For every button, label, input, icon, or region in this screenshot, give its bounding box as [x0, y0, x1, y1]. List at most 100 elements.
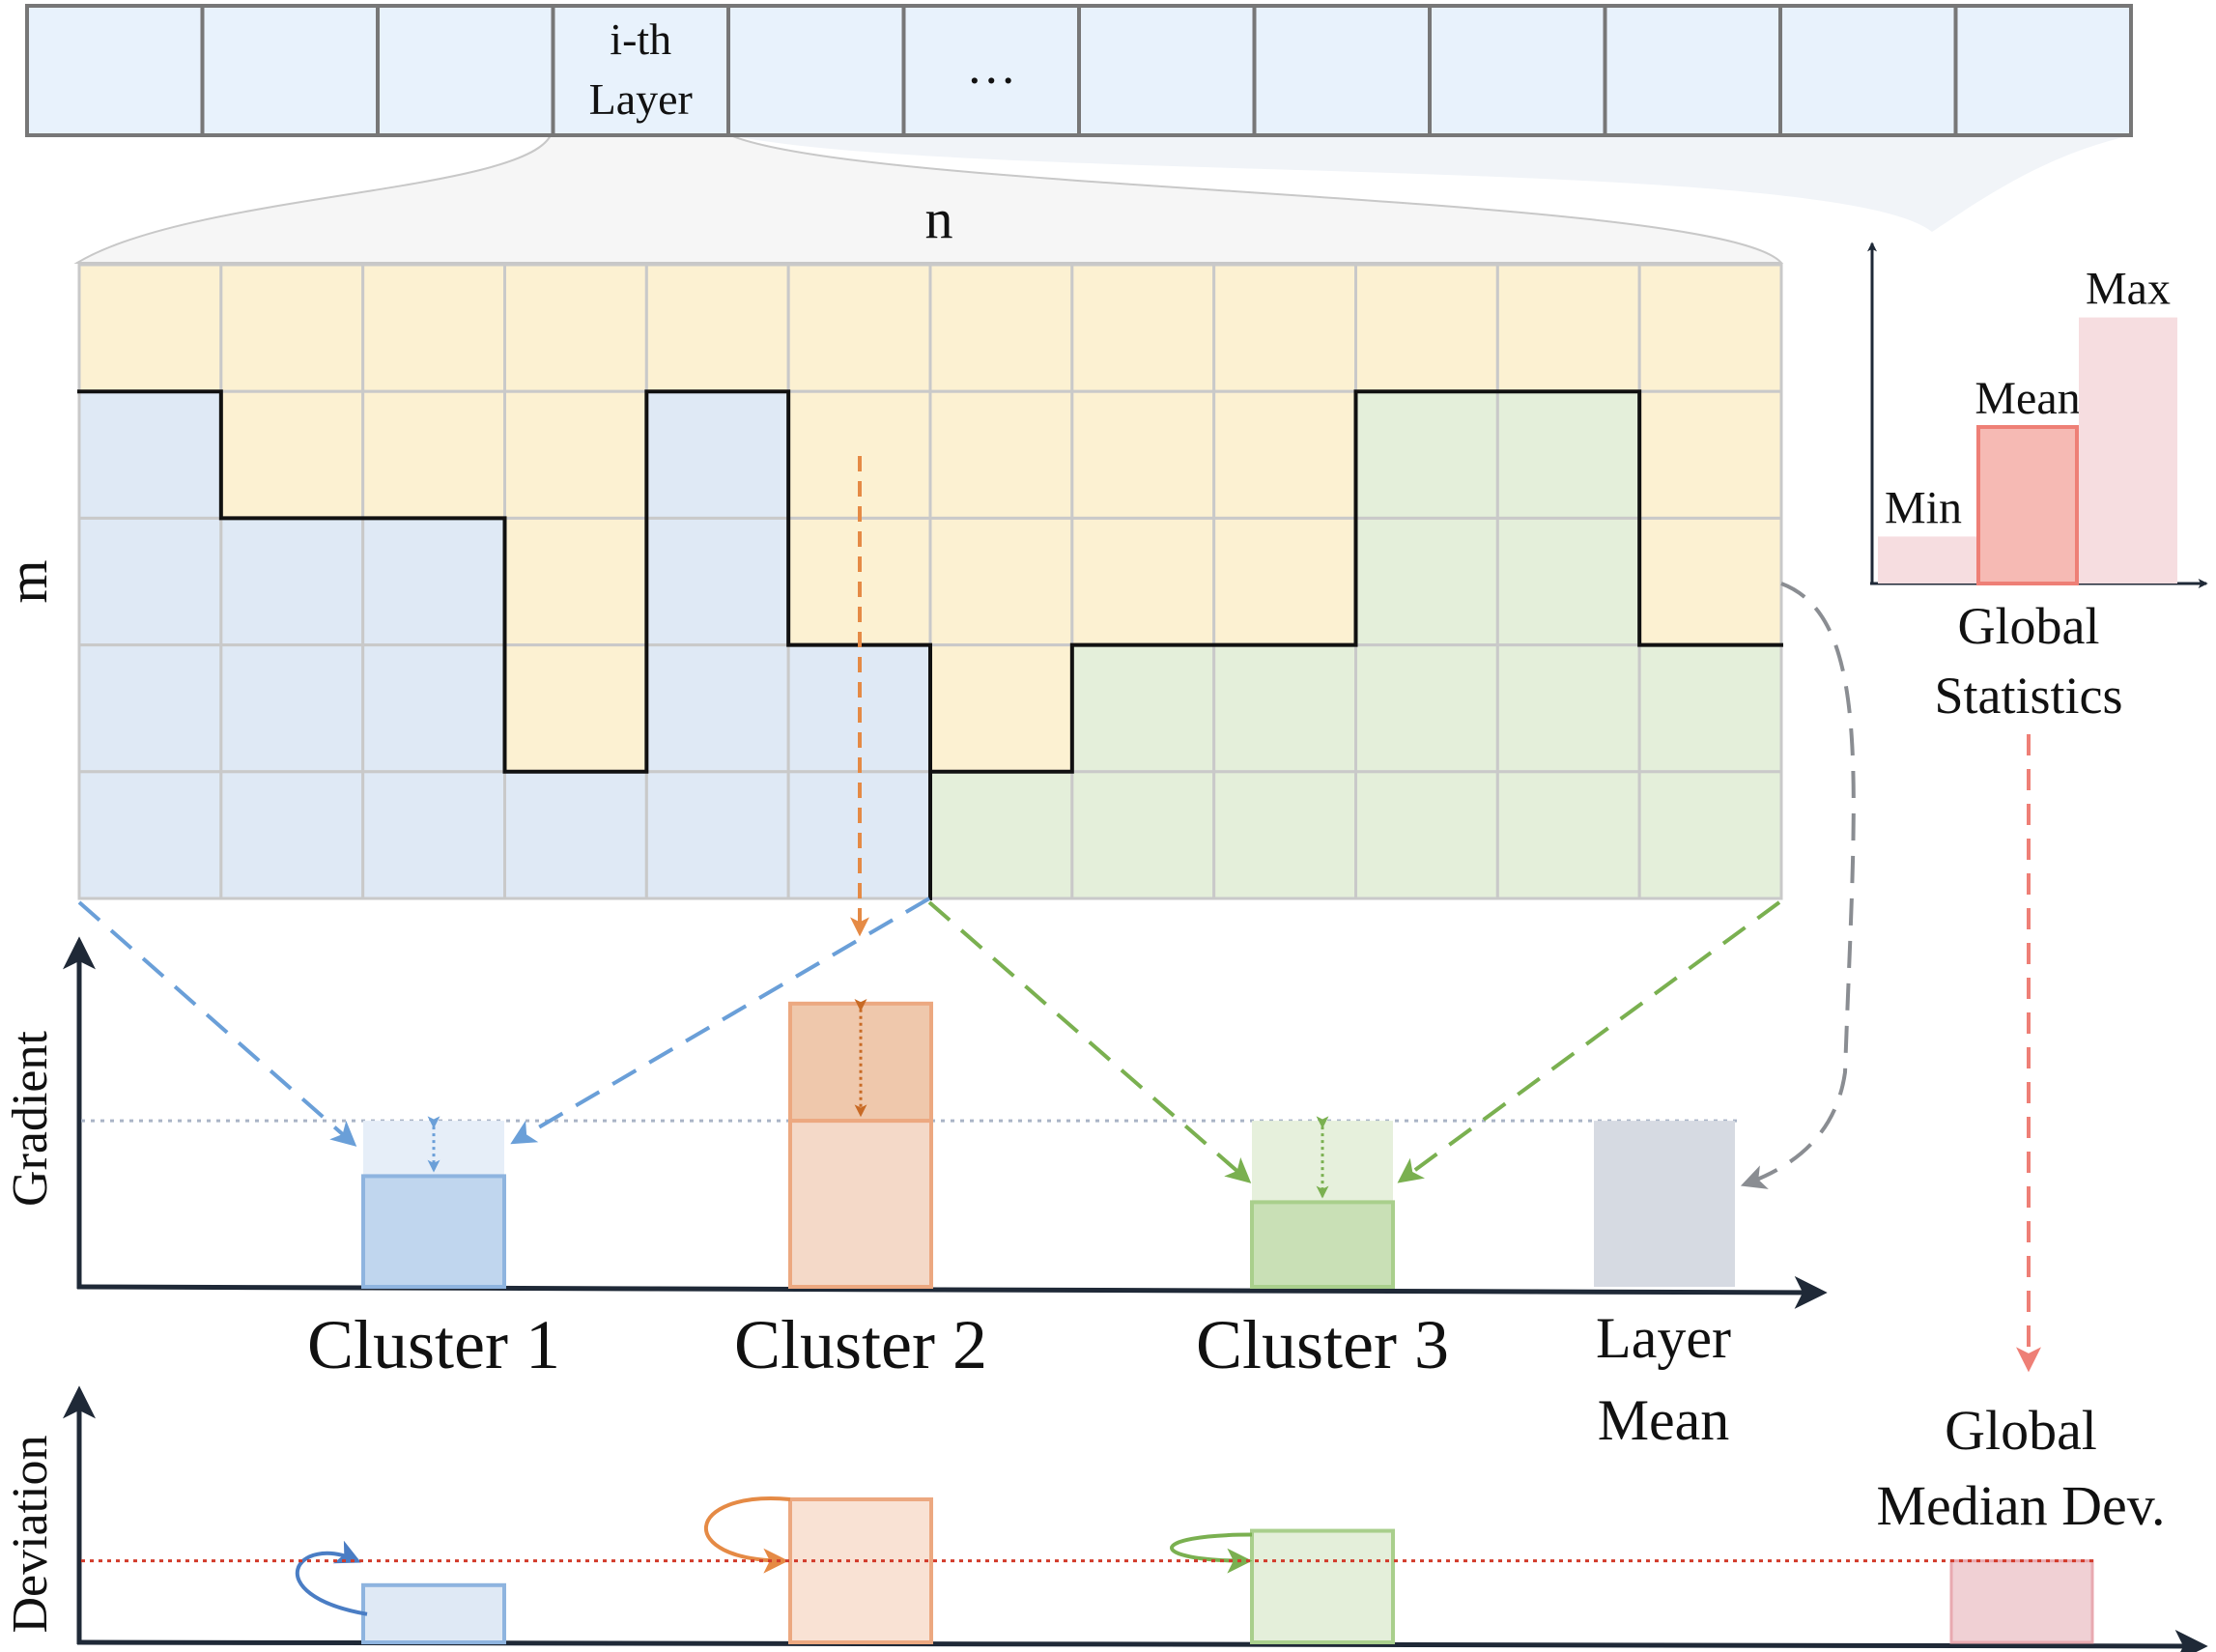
matrix-cell [644, 770, 790, 900]
global-statistics-title-line2: Statistics [1934, 667, 2122, 725]
matrix-cell [1495, 643, 1641, 774]
matrix-cell [1212, 516, 1357, 647]
global-median-dev-label-line1: Global [1945, 1399, 2097, 1462]
matrix-cell [1637, 516, 1783, 647]
matrix-cell [1212, 389, 1357, 520]
matrix-cell [786, 389, 932, 520]
global-median-dev-bar [1949, 1559, 2094, 1644]
global-statistics-chart: Min Mean Max [1867, 242, 2208, 588]
layer-mean-label-line1: Layer [1596, 1306, 1731, 1370]
matrix-cell [928, 643, 1074, 774]
matrix-cell [219, 643, 365, 774]
matrix-cell [786, 263, 932, 393]
matrix-cell [361, 516, 506, 647]
global-stat-bar-max [2079, 317, 2177, 584]
matrix-cell [1495, 770, 1641, 900]
matrix-cell [1495, 263, 1641, 393]
matrix-cell [1070, 389, 1216, 520]
matrix-cell [77, 770, 223, 900]
matrix-cell [928, 389, 1074, 520]
matrix-cell [1354, 770, 1499, 900]
cluster-boundary [77, 389, 1783, 900]
matrix-cell [361, 389, 506, 520]
fold-arrow [704, 1496, 791, 1574]
deviation-chart [63, 1385, 2208, 1652]
matrix-cell [1354, 643, 1499, 774]
gray-flow-arrow [1740, 582, 1856, 1189]
gradient-matrix [77, 263, 1783, 900]
matrix-cell [644, 389, 790, 520]
global-stat-label-min: Min [1885, 482, 1962, 533]
matrix-cell [503, 389, 648, 520]
matrix-cell [1070, 263, 1216, 393]
matrix-cell [77, 389, 223, 520]
matrix-cell [1495, 516, 1641, 647]
blue-flow-arrow-right [510, 897, 931, 1145]
matrix-cell [644, 643, 790, 774]
matrix-cell [1637, 643, 1783, 774]
deviation-bar [361, 1582, 506, 1645]
matrix-cell [503, 263, 648, 393]
cluster-label: Cluster 1 [307, 1306, 560, 1383]
matrix-cell [77, 643, 223, 774]
matrix-cell [219, 263, 365, 393]
matrix-cell [1212, 643, 1357, 774]
matrix-cell [1637, 389, 1783, 520]
layer-label-line2: Layer [589, 74, 693, 124]
deviation-bar [788, 1497, 933, 1644]
matrix-cell [361, 643, 506, 774]
green-flow-arrow-left [927, 900, 1252, 1183]
matrix-cell [1495, 389, 1641, 520]
matrix-cell [928, 263, 1074, 393]
matrix-cell [503, 770, 648, 900]
matrix-cell [77, 263, 223, 393]
layer-label-line1: i-th [610, 14, 671, 64]
matrix-cell [503, 516, 648, 647]
green-flow-arrow-right [1397, 900, 1781, 1183]
layer-ellipsis: … [966, 40, 1016, 95]
blue-flow-arrow-left [77, 900, 357, 1147]
n-label: n [925, 187, 953, 250]
deviation-bar [1250, 1528, 1395, 1645]
gradient-bar [361, 1174, 506, 1290]
global-stat-label-mean: Mean [1975, 373, 2080, 424]
layer-mean-bar [1594, 1121, 1735, 1287]
matrix-cell [1637, 263, 1783, 393]
global-stat-bar-mean [1976, 425, 2079, 585]
deviation-y-label: Deviation [3, 1435, 58, 1633]
matrix-cell [1212, 263, 1357, 393]
matrix-cell [219, 770, 365, 900]
gradient-x-axis [76, 1275, 1828, 1309]
matrix-cell [77, 516, 223, 647]
matrix-cell [1070, 770, 1216, 900]
matrix-cell [644, 516, 790, 647]
matrix-cell [1070, 516, 1216, 647]
m-label: m [0, 559, 59, 603]
matrix-cell [1354, 263, 1499, 393]
matrix-cell [361, 263, 506, 393]
layer-strip: i-thLayer … [25, 4, 2133, 137]
matrix-cell [1637, 770, 1783, 900]
matrix-cell [219, 516, 365, 647]
fold-arrow [1170, 1532, 1253, 1574]
zoom-connector-tail [730, 135, 2131, 232]
matrix-cell [1212, 770, 1357, 900]
matrix-cell [644, 263, 790, 393]
gradient-bar-excess [788, 1001, 933, 1124]
matrix-cell [1070, 643, 1216, 774]
gradient-y-label: Gradient [3, 1030, 58, 1206]
matrix-cell [1354, 389, 1499, 520]
global-median-dev-label-line2: Median Dev. [1876, 1474, 2165, 1537]
matrix-cell [928, 516, 1074, 647]
matrix-cell [503, 643, 648, 774]
cluster-label: Cluster 2 [734, 1306, 987, 1383]
layer-mean-label-line2: Mean [1598, 1388, 1730, 1452]
global-stat-label-max: Max [2086, 264, 2171, 315]
global-stat-bar-min [1878, 536, 1976, 584]
matrix-cell [928, 770, 1074, 900]
flow-arrows [77, 456, 2041, 1373]
gradient-bar [1250, 1200, 1395, 1290]
matrix-cell [219, 389, 365, 520]
